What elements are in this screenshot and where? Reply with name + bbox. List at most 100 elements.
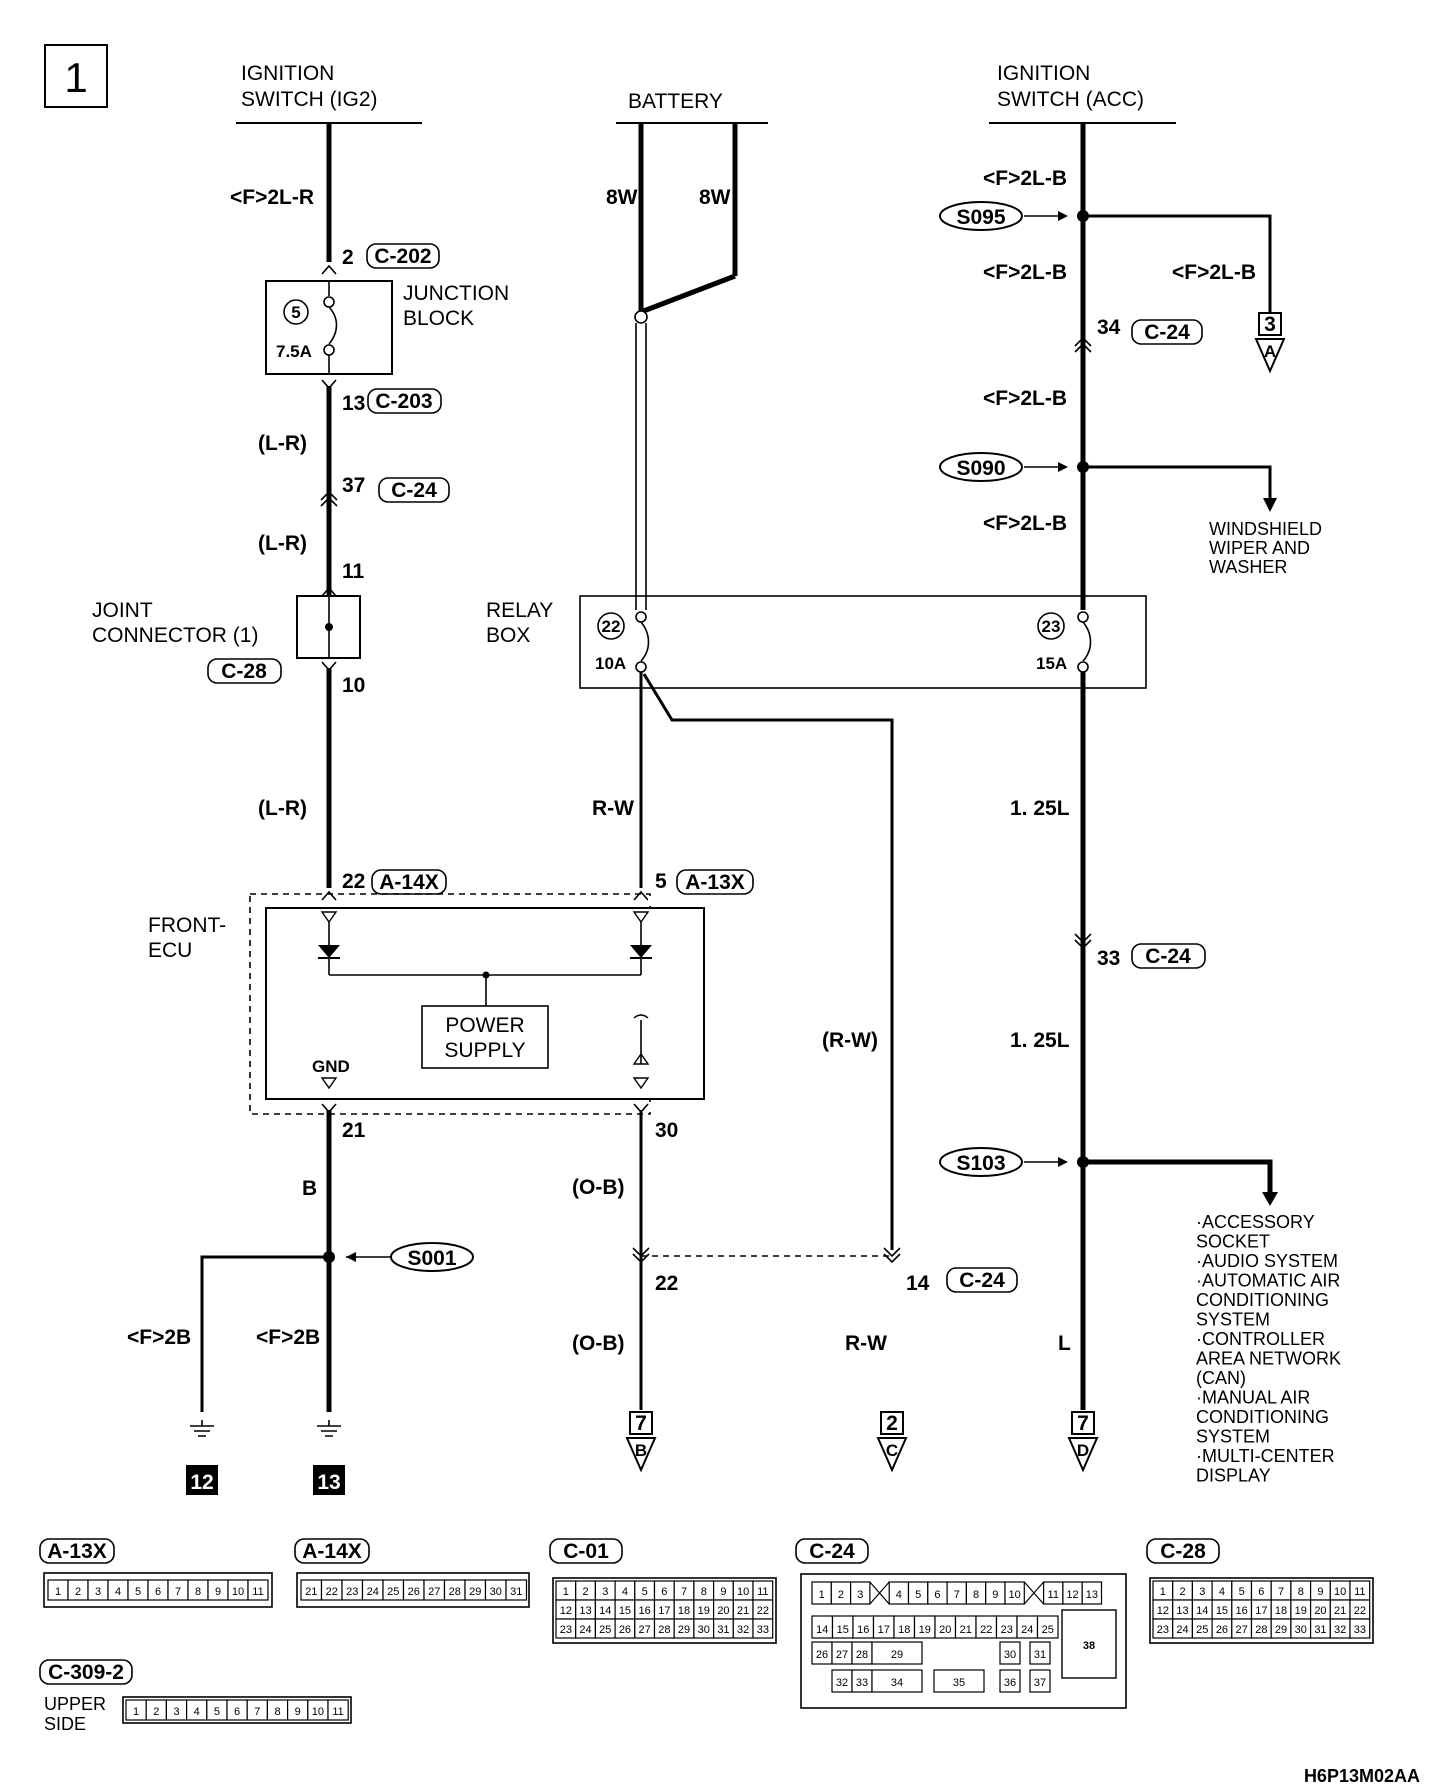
conn-tag-c203 [367,388,442,414]
wire-label-acc-branch: <F>2L-B [1172,261,1256,284]
c28-pin-number: 23 [1157,1624,1169,1636]
c01-pin-number: 22 [757,1605,769,1617]
a13x-pin-number: 7 [175,1586,181,1598]
c28-pin-number: 8 [1298,1586,1304,1598]
system-item: ·AUDIO SYSTEM [1196,1251,1338,1271]
c309-pin-cell [327,1699,349,1721]
c24-pin-number: 7 [954,1589,960,1601]
splice-s103-label: S103 [956,1152,1005,1175]
c24-pin-number: 32 [836,1677,848,1689]
c24-pin-33: 33 [1097,947,1120,970]
c28-pin-number: 25 [1196,1624,1208,1636]
wire-label-f2b-2: <F>2B [256,1326,320,1349]
c01-pin-number: 20 [717,1605,729,1617]
c24-pin-number: 6 [934,1589,940,1601]
ground-point-13 [313,1465,345,1495]
off-page-b-number: 7 [635,1412,647,1435]
relay-box-line1: RELAY [486,599,553,622]
ecu-pin-5-conn: A-13X [685,871,745,894]
c24-pin-cell [871,1641,923,1665]
c24-pin-number: 36 [1004,1677,1016,1689]
c28-pin-number: 21 [1334,1605,1346,1617]
c28-pin-number: 3 [1199,1586,1205,1598]
off-page-b-letter: B [635,1441,647,1460]
conn-c309-side-2: SIDE [44,1714,86,1734]
conn-tag-a13x-5 [676,869,754,895]
c28-pin-number: 17 [1255,1605,1267,1617]
c24-pin-number: 17 [878,1624,890,1636]
source-acc-line2: SWITCH (ACC) [997,88,1144,111]
ecu-pin-22: 22 [342,870,365,893]
c24-pin-cell [849,1581,871,1605]
ground-13-label: 13 [317,1471,340,1494]
conn-c01-label: C-01 [563,1540,609,1563]
system-item: SYSTEM [1196,1427,1270,1447]
conn-tag-c28 [207,658,282,684]
c01-pin-number: 29 [678,1624,690,1636]
fuse-22-badge [597,612,625,640]
c24-pin-number: 34 [891,1677,903,1689]
ecu-pin-22-conn: A-14X [379,871,439,894]
c24-pin-number: 28 [856,1649,868,1661]
c24-pin-34-conn: C-24 [1144,321,1190,344]
system-item: CONDITIONING [1196,1290,1329,1310]
system-item: SOCKET [1196,1232,1270,1252]
c24-pin-cell [871,1669,923,1693]
c24-pin-number: 30 [1004,1649,1016,1661]
c24-pin-37: 37 [342,474,365,497]
c28-pin-number: 9 [1317,1586,1323,1598]
splice-s095 [939,201,1023,231]
c28-pin-number: 5 [1239,1586,1245,1598]
c28-pin-number: 22 [1354,1605,1366,1617]
fuse-23-rating: 15A [1036,654,1067,673]
ground-12-label: 12 [190,1471,213,1494]
c309-pin-number: 1 [133,1706,139,1718]
source-acc: IGNITION SWITCH (ACC) [989,62,1176,124]
power-supply-line1: POWER [445,1014,524,1037]
c28-pin-number: 31 [1314,1624,1326,1636]
c24-pin-number: 11 [1048,1589,1059,1601]
wire-label-lr-1: (L-R) [258,432,307,455]
system-item: AREA NETWORK [1196,1349,1341,1369]
system-item: SYSTEM [1196,1310,1270,1330]
c01-pin-number: 23 [560,1624,572,1636]
c24-pin-number: 8 [973,1589,979,1601]
a14x-pin-number: 21 [305,1586,317,1598]
source-ig2: IGNITION SWITCH (IG2) [236,62,422,124]
jc-pin-in: 11 [342,560,365,583]
off-page-c-letter: C [886,1441,898,1460]
a13x-pin-number: 9 [215,1586,221,1598]
a14x-pin-number: 29 [469,1586,481,1598]
splice-s090-label: S090 [956,457,1005,480]
c01-pin-cell [752,1618,774,1639]
fuse-22-number: 22 [602,617,621,636]
c01-pin-number: 31 [717,1624,729,1636]
c28-pin-number: 24 [1176,1624,1188,1636]
system-item: DISPLAY [1196,1466,1271,1486]
ecu-pin-21: 21 [342,1119,366,1142]
c24-pin-number: 23 [1001,1624,1013,1636]
conn-c309-label: C-309-2 [48,1661,124,1684]
conn-c24-big-pin: 38 [1083,1640,1095,1652]
c309-pin-number: 9 [295,1706,301,1718]
c309-pin-number: 7 [254,1706,260,1718]
fuse-5-rating: 7.5A [276,342,312,361]
a14x-pin-number: 24 [367,1586,379,1598]
c28-pin-number: 12 [1157,1605,1169,1617]
c01-pin-number: 32 [737,1624,749,1636]
c24-pin-number: 10 [1009,1589,1021,1601]
c24-pin-cell [933,1669,985,1693]
power-supply-block [421,1005,549,1069]
system-item: ·ACCESSORY [1196,1212,1315,1232]
wire-label-acc-1: <F>2L-B [983,167,1067,190]
conn-tag-c24-33 [1131,943,1206,969]
c24-pin-number: 25 [1042,1624,1054,1636]
front-ecu-line1: FRONT- [148,914,226,937]
c01-pin-number: 27 [639,1624,651,1636]
wire-label-acc-2: <F>2L-B [983,261,1067,284]
source-ig2-line1: IGNITION [241,62,334,85]
